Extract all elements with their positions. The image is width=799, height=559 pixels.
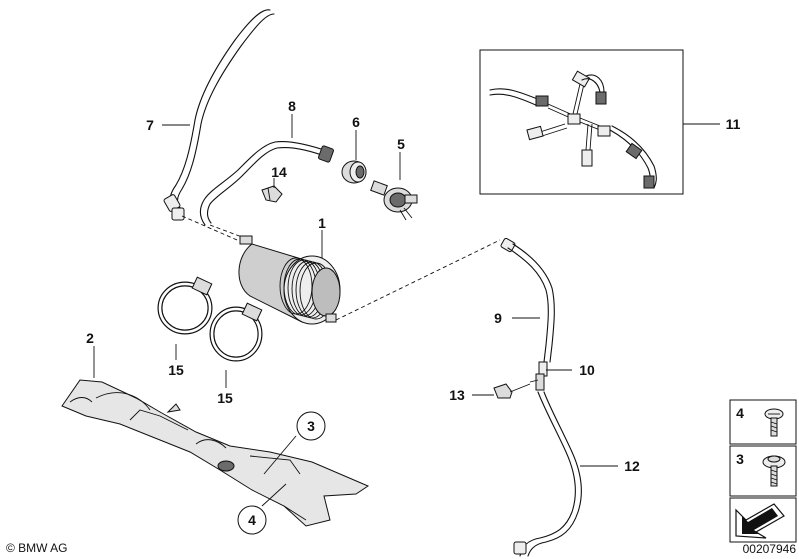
label-11: 11 [726,116,741,132]
label-2: 2 [86,330,94,346]
dash-1-to-9 [335,239,501,321]
legend-panel: 4 3 [729,399,797,543]
heat-shield-2[interactable] [61,379,370,527]
label-10: 10 [579,362,595,378]
connector-10[interactable] [529,361,548,391]
screw-icon [764,408,784,437]
dash-7-to-1 [181,215,245,244]
label-3: 3 [307,418,315,434]
clamp-15-a[interactable] [157,276,213,335]
valve-5[interactable] [370,180,418,221]
grommet-6[interactable] [341,160,367,184]
diagram-id: 00207946 [743,542,797,556]
label-1: 1 [318,215,326,231]
label-4: 4 [248,512,256,528]
clip-14[interactable] [261,185,283,203]
clamp-15-b[interactable] [209,302,263,362]
brand-credit: © BMW AG [6,541,68,555]
label-6: 6 [352,114,360,130]
label-7: 7 [146,117,154,133]
label-15-b: 15 [217,390,233,406]
label-13: 13 [449,387,465,403]
label-5: 5 [397,136,405,152]
arrow-icon [735,503,785,539]
hose-9[interactable] [500,237,555,363]
hose-8[interactable] [199,141,334,226]
legend-label-top: 4 [736,405,744,421]
canister-1[interactable] [238,235,341,325]
label-8: 8 [288,98,296,114]
label-9: 9 [494,310,502,326]
callout-circle-3 [296,411,326,441]
hose-7[interactable] [163,9,275,221]
collar-screw-icon [762,455,786,487]
callout-circle-4 [237,505,267,535]
legend-label-bottom: 3 [736,451,744,467]
leader-lines [93,114,720,507]
elbow-13[interactable] [493,383,531,399]
hose-kit-11[interactable] [479,49,684,195]
label-14: 14 [271,164,287,180]
hose-12[interactable] [513,391,582,557]
label-12: 12 [624,458,640,474]
label-15-a: 15 [168,362,184,378]
